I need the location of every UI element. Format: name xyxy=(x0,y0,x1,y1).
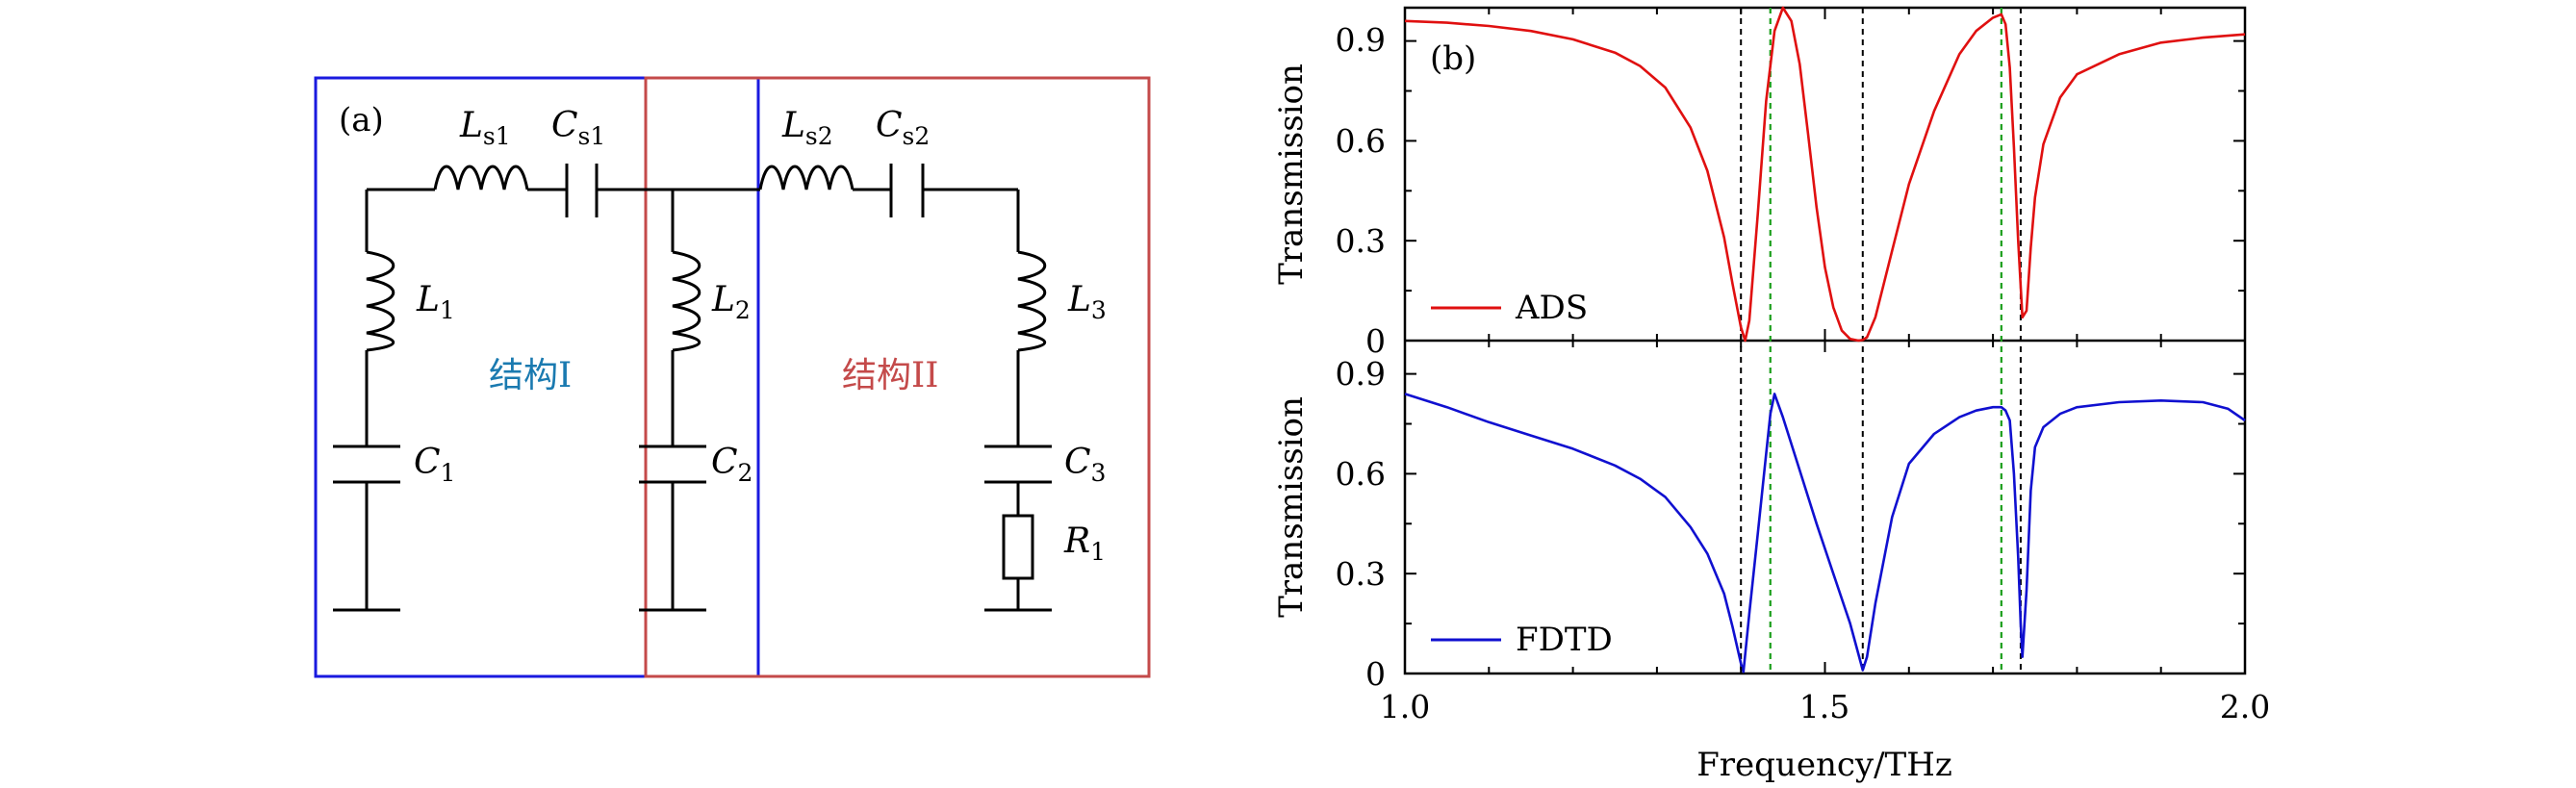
bottom-ytick-label-0: 0 xyxy=(1365,655,1386,693)
x-axis-label: Frequency/THz xyxy=(1696,746,1952,784)
inductor-l3 xyxy=(1017,250,1047,352)
top-ytick-label-1: 0.3 xyxy=(1336,222,1386,260)
legend-ads-label: ADS xyxy=(1515,289,1588,327)
label-l3: L3 xyxy=(1067,280,1107,324)
label-ls1: Ls1 xyxy=(459,106,511,150)
inductor-ls2 xyxy=(758,165,854,191)
label-ls2: Ls2 xyxy=(781,106,833,150)
structure-1-box xyxy=(314,76,760,678)
top-ytick-label-2: 0.6 xyxy=(1336,122,1386,160)
label-l2: L2 xyxy=(711,280,751,324)
panel-label-a: (a) xyxy=(339,101,384,140)
inductor-l1 xyxy=(366,250,395,352)
label-cs2: Cs2 xyxy=(876,106,930,150)
panel-label-b: (b) xyxy=(1430,39,1476,78)
structure-2-label: 结构II xyxy=(842,356,938,395)
top-y-axis-label: Transmission xyxy=(1272,64,1311,285)
bottom-ytick-label-3: 0.9 xyxy=(1336,355,1386,393)
xtick-label-2: 2.0 xyxy=(2220,688,2270,725)
top-ytick-label-3: 0.9 xyxy=(1336,21,1386,59)
label-l1: L1 xyxy=(416,280,455,324)
chart-panel: (b) 0 0.3 0.6 0.9 0 0.3 0.6 0.9 1.0 1.5 … xyxy=(1272,6,2270,784)
label-r1: R1 xyxy=(1063,521,1106,566)
structure-1-label: 结构I xyxy=(489,356,572,395)
top-ytick-label-0: 0 xyxy=(1365,322,1386,360)
label-cs1: Cs1 xyxy=(551,106,605,150)
inductor-l2 xyxy=(672,250,701,352)
series-line-fdtd xyxy=(1404,393,2246,674)
bottom-ytick-label-2: 0.6 xyxy=(1336,455,1386,493)
label-c3: C3 xyxy=(1064,443,1106,487)
resistor-r1 xyxy=(1002,514,1034,580)
inductor-ls1 xyxy=(433,165,529,191)
label-c2: C2 xyxy=(711,443,752,487)
label-c1: C1 xyxy=(414,443,455,487)
structure-2-box xyxy=(644,76,1151,678)
bottom-y-axis-label: Transmission xyxy=(1272,396,1311,618)
xtick-label-0: 1.0 xyxy=(1380,688,1430,725)
legend-fdtd-label: FDTD xyxy=(1516,621,1613,659)
circuit-diagram: (a) 结构I 结构II xyxy=(314,76,1151,678)
series-line-ads xyxy=(1404,6,2246,343)
xtick-label-1: 1.5 xyxy=(1799,688,1849,725)
bottom-ytick-label-1: 0.3 xyxy=(1336,555,1386,593)
